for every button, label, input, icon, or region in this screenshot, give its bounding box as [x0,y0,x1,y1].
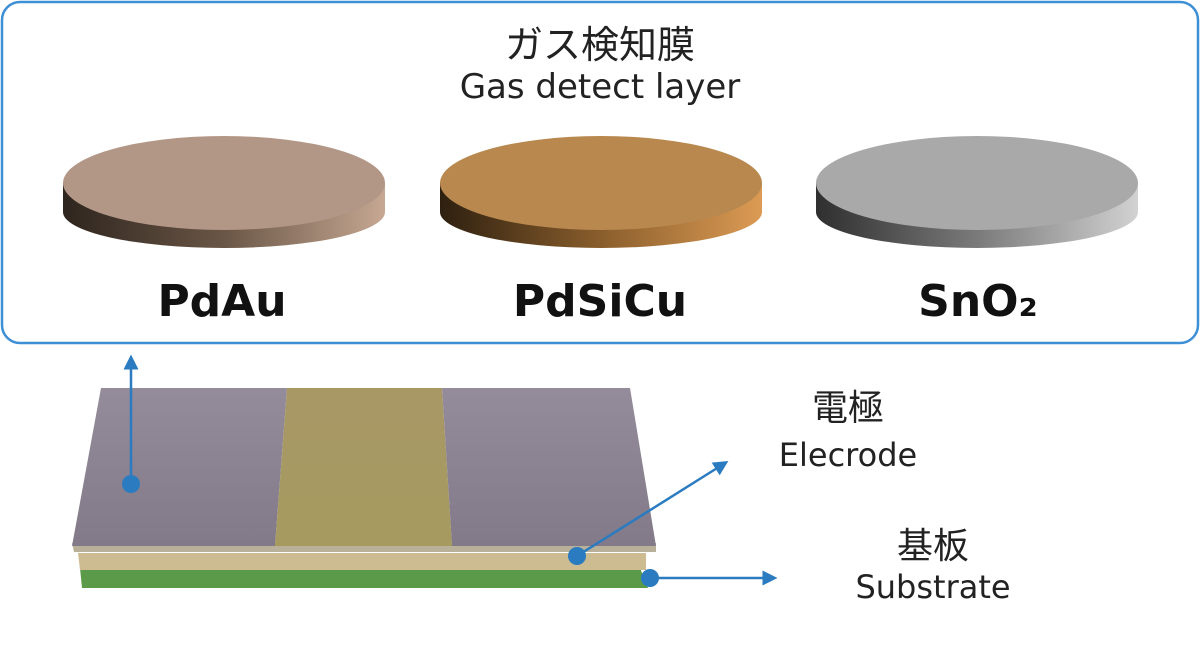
substrate-layer [80,568,648,588]
substrate-label-en: Substrate [855,568,1010,606]
material-label-sno2: SnO₂ [918,276,1038,327]
disk-pdsicu [440,136,762,248]
disk-pdau [63,136,385,248]
panel-title-en: Gas detect layer [460,67,741,107]
arrow-substrate [641,569,778,587]
electrode-label-en: Elecrode [779,436,917,474]
substrate-label-jp: 基板 [897,526,969,567]
material-label-pdau: PdAu [157,276,286,327]
substrate-body [78,553,646,570]
detect-strip [275,388,452,546]
arrow-electrode [568,461,729,565]
left-electrode [72,388,287,546]
electrode-label-jp: 電極 [812,388,884,429]
material-label-pdsicu: PdSiCu [513,276,687,327]
panel-title-jp: ガス検知膜 [505,23,695,67]
right-electrode [442,388,656,546]
sensor-chip [72,388,656,588]
arrow-detect-layer [122,354,140,493]
disk-sno2 [816,136,1138,248]
